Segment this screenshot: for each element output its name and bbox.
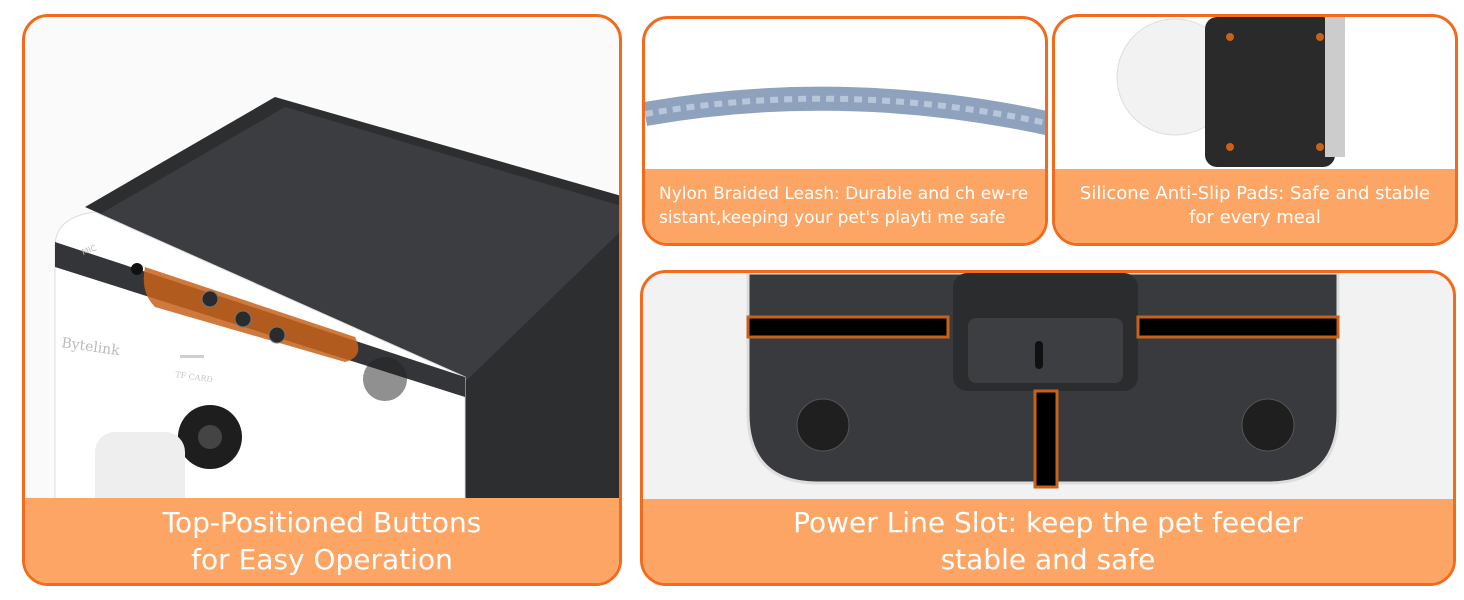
caption-line: for every meal xyxy=(1189,207,1321,228)
panel-top-buttons: MIC TF CARD Bytelink Top-Positioned Butt… xyxy=(22,14,622,586)
power-slot-image xyxy=(746,273,1340,489)
caption-pads: Silicone Anti-Slip Pads: Safe and stable… xyxy=(1055,169,1455,243)
braided-leash-image xyxy=(645,86,1045,136)
panel-leash: Nylon Braided Leash: Durable and ch ew-r… xyxy=(642,16,1048,246)
panel-pads: Silicone Anti-Slip Pads: Safe and stable… xyxy=(1052,14,1458,246)
caption-line: for Easy Operation xyxy=(191,542,453,576)
caption-text: Nylon Braided Leash: Durable and ch ew-r… xyxy=(659,184,1029,228)
caption-line: Top-Positioned Buttons xyxy=(162,505,482,539)
caption-line: Power Line Slot: keep the pet feeder xyxy=(793,506,1303,539)
panel-power-slot: Power Line Slot: keep the pet feeder stab… xyxy=(640,270,1456,586)
caption-power-slot: Power Line Slot: keep the pet feeder stab… xyxy=(643,499,1453,583)
caption-line: Silicone Anti-Slip Pads: Safe and stable xyxy=(1079,183,1431,204)
caption-line: stable and safe xyxy=(940,543,1156,576)
caption-leash: Nylon Braided Leash: Durable and ch ew-r… xyxy=(645,169,1045,243)
feeder-top-illustration: MIC TF CARD Bytelink xyxy=(54,97,619,518)
anti-slip-pads-image xyxy=(1116,17,1345,167)
